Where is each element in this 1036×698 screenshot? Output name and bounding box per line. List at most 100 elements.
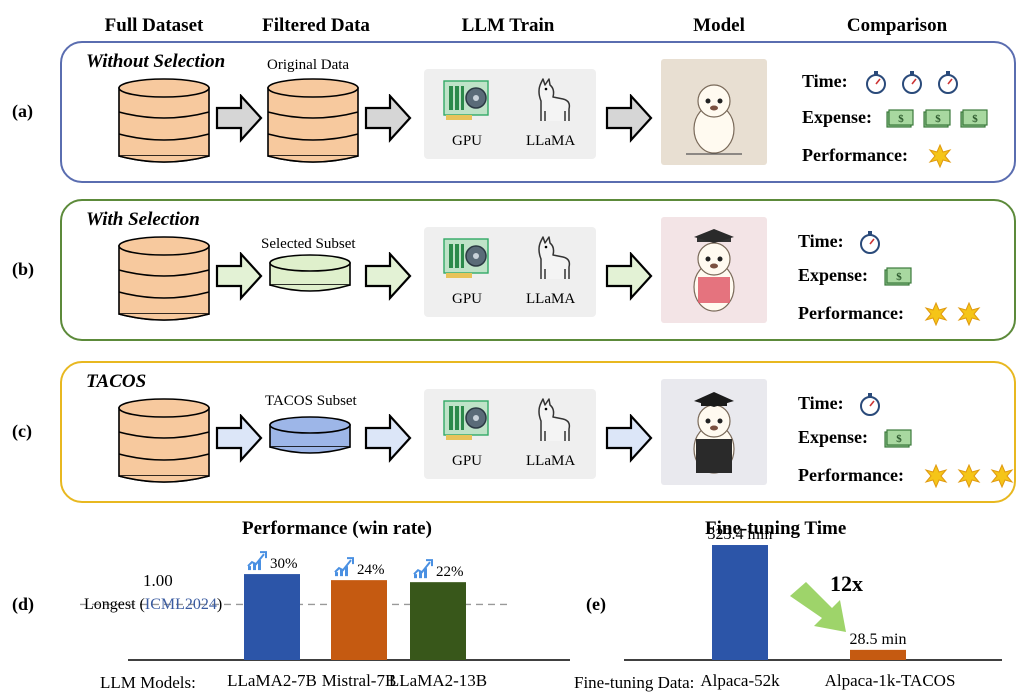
money-icon: $ <box>884 267 912 286</box>
stopwatch-icon <box>938 71 958 94</box>
llama-label: LLaMA <box>526 133 576 149</box>
tick-label: Mistral-7B <box>322 671 397 690</box>
row-label: (a) <box>12 101 33 121</box>
bar-value-label: 323.4 min <box>708 526 773 543</box>
star-icon <box>928 144 952 168</box>
bar-0 <box>712 545 768 660</box>
time-label: Time: <box>798 231 844 251</box>
bar-value-label: 28.5 min <box>850 631 907 648</box>
arrow-icon <box>364 94 412 143</box>
arrow-icon <box>605 414 653 463</box>
bar-0 <box>244 574 300 660</box>
star-icon <box>990 464 1014 488</box>
header-model: Model <box>693 15 745 36</box>
bar-1 <box>331 580 387 660</box>
tick-label: LLaMA2-7B <box>227 671 317 690</box>
header-filtered-data: Filtered Data <box>262 15 370 36</box>
tick-label: LLaMA2-13B <box>389 671 487 690</box>
svg-text:$: $ <box>972 113 978 125</box>
arrow-icon <box>215 94 263 143</box>
header-comparison: Comparison <box>846 15 948 36</box>
arrow-icon <box>605 94 653 143</box>
gpu-label: GPU <box>452 133 483 149</box>
star-icon <box>924 464 948 488</box>
model-image <box>661 59 767 165</box>
row-title: Without Selection <box>86 51 226 72</box>
chart-d-baseline-value: 1.00 <box>143 571 173 590</box>
baseline-label-post: ) <box>216 596 223 613</box>
improvement-icon <box>247 551 267 571</box>
chart-e-speedup: 12x <box>830 571 863 596</box>
chart-d-label: (d) <box>12 594 34 614</box>
alpaca-icon <box>661 217 767 323</box>
money-icon: $ <box>923 109 951 128</box>
improvement-icon <box>413 559 433 579</box>
arrow-icon <box>215 252 263 301</box>
star-icon <box>924 302 948 326</box>
chart-e-axis-label: Fine-tuning Data: <box>574 673 695 692</box>
tick-label: Alpaca-52k <box>700 671 780 690</box>
llama-icon <box>538 236 571 279</box>
money-icon: $ <box>886 109 914 128</box>
full-dataset-icon <box>118 236 210 321</box>
row-panel-1 <box>60 41 1016 183</box>
svg-text:$: $ <box>898 113 904 125</box>
bar-1 <box>850 649 906 660</box>
time-label: Time: <box>802 71 848 91</box>
arrow-icon <box>215 414 263 463</box>
model-image <box>661 379 767 485</box>
gpu-icon <box>443 80 489 120</box>
speedup-arrow-icon <box>790 582 846 632</box>
performance-label: Performance: <box>798 303 904 323</box>
chart-d-baseline-label: Longest (ICML2024) <box>84 596 222 614</box>
filtered-data-icon <box>269 254 351 292</box>
bar-annotation: 30% <box>270 556 298 572</box>
filtered-data-icon <box>267 78 359 163</box>
header-llm-train: LLM Train <box>461 15 555 36</box>
stopwatch-icon <box>866 71 886 94</box>
filtered-label: TACOS Subset <box>265 393 357 409</box>
filtered-label: Original Data <box>267 57 350 73</box>
arrow-icon <box>364 414 412 463</box>
chart-d-title: Performance (win rate) <box>242 518 432 539</box>
full-dataset-icon <box>118 398 210 483</box>
llama-icon <box>538 398 571 441</box>
tick-label: Alpaca-1k-TACOS <box>825 671 956 690</box>
bar-annotation: 22% <box>436 564 464 580</box>
arrow-icon <box>605 252 653 301</box>
money-icon: $ <box>884 429 912 448</box>
gpu-icon <box>443 400 489 440</box>
llama-label: LLaMA <box>526 291 576 307</box>
alpaca-icon <box>661 379 767 485</box>
performance-label: Performance: <box>802 145 908 165</box>
stopwatch-icon <box>860 393 880 416</box>
row-panel-3 <box>60 361 1016 503</box>
stopwatch-icon <box>902 71 922 94</box>
chart-d-axis-label: LLM Models: <box>100 673 196 692</box>
baseline-label-pre: Longest ( <box>84 596 145 613</box>
chart-e-title: Fine-tuning Time <box>705 518 847 539</box>
row-title: TACOS <box>86 371 147 392</box>
full-dataset-icon <box>118 78 210 163</box>
gpu-label: GPU <box>452 453 483 469</box>
star-icon <box>957 302 981 326</box>
icml-link[interactable]: ICML2024 <box>144 596 217 613</box>
performance-label: Performance: <box>798 465 904 485</box>
filtered-data-icon <box>269 416 351 454</box>
arrow-icon <box>364 252 412 301</box>
row-label: (b) <box>12 259 34 279</box>
svg-text:$: $ <box>896 271 902 283</box>
expense-label: Expense: <box>802 107 873 127</box>
row-panel-2 <box>60 199 1016 341</box>
filtered-label: Selected Subset <box>261 236 356 252</box>
row-title: With Selection <box>86 209 200 230</box>
bar-2 <box>410 582 466 660</box>
llama-icon <box>538 78 571 121</box>
header-full-dataset: Full Dataset <box>104 15 204 36</box>
money-icon: $ <box>960 109 988 128</box>
chart-e-label: (e) <box>586 594 606 614</box>
svg-text:$: $ <box>935 113 941 125</box>
expense-label: Expense: <box>798 265 869 285</box>
svg-text:$: $ <box>896 433 902 445</box>
star-icon <box>957 464 981 488</box>
